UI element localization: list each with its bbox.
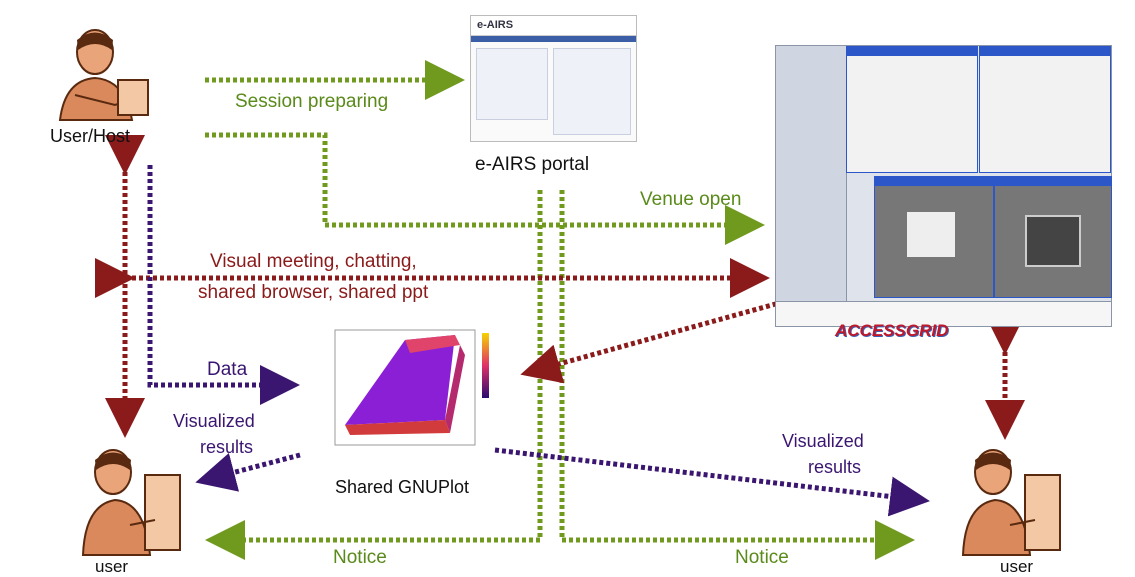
host-person-icon [58, 29, 149, 121]
venue-open-arrow [205, 132, 765, 245]
accessgrid-logo: ACCESSGRID [835, 321, 949, 340]
accessgrid-screenshot [775, 45, 1112, 327]
eairs-portal-label: e-AIRS portal [475, 154, 590, 175]
user-right-label: user [1000, 557, 1034, 576]
ag-to-plot-arrow [520, 297, 791, 384]
notice-right-label: Notice [735, 547, 789, 568]
user-host-label: User/Host [50, 126, 131, 146]
ag-participants-window-2 [979, 46, 1111, 173]
ag-video-window-2 [994, 176, 1112, 298]
portal-nav-bar [471, 36, 636, 42]
visualized-left-label-1: Visualized [173, 411, 255, 431]
ag-participants-window-1 [846, 46, 978, 173]
visual-meeting-label-2: shared browser, shared ppt [198, 282, 429, 303]
portal-right-panel [553, 48, 631, 135]
data-arrow [147, 165, 300, 405]
user-left-label: user [95, 557, 129, 576]
portal-logo: e-AIRS [471, 16, 636, 36]
visualized-right-label-1: Visualized [782, 431, 864, 451]
visualized-left-label-2: results [200, 437, 254, 457]
session-preparing-label: Session preparing [235, 91, 389, 112]
ag-video-window-1 [874, 176, 994, 298]
visualized-right-label-2: results [808, 457, 862, 477]
notice-left-label: Notice [333, 547, 387, 568]
ag-venue-sidebar [776, 46, 847, 326]
data-label: Data [207, 359, 248, 380]
visualized-left-arrow [195, 452, 301, 492]
user-right-person-icon [961, 449, 1061, 556]
portal-down-right-line [559, 190, 915, 560]
gnuplot-figure [334, 329, 489, 446]
visual-meeting-label-1: Visual meeting, chatting, [210, 251, 417, 272]
portal-down-left-line [205, 190, 543, 560]
shared-gnuplot-label: Shared GNUPlot [335, 477, 470, 497]
visualized-right-arrow [494, 447, 930, 517]
user-left-person-icon [81, 449, 181, 556]
eairs-portal-screenshot: e-AIRS [470, 15, 637, 142]
ag-chat-bar [776, 301, 1111, 326]
portal-left-panel [476, 48, 548, 120]
venue-open-label: Venue open [640, 189, 742, 210]
